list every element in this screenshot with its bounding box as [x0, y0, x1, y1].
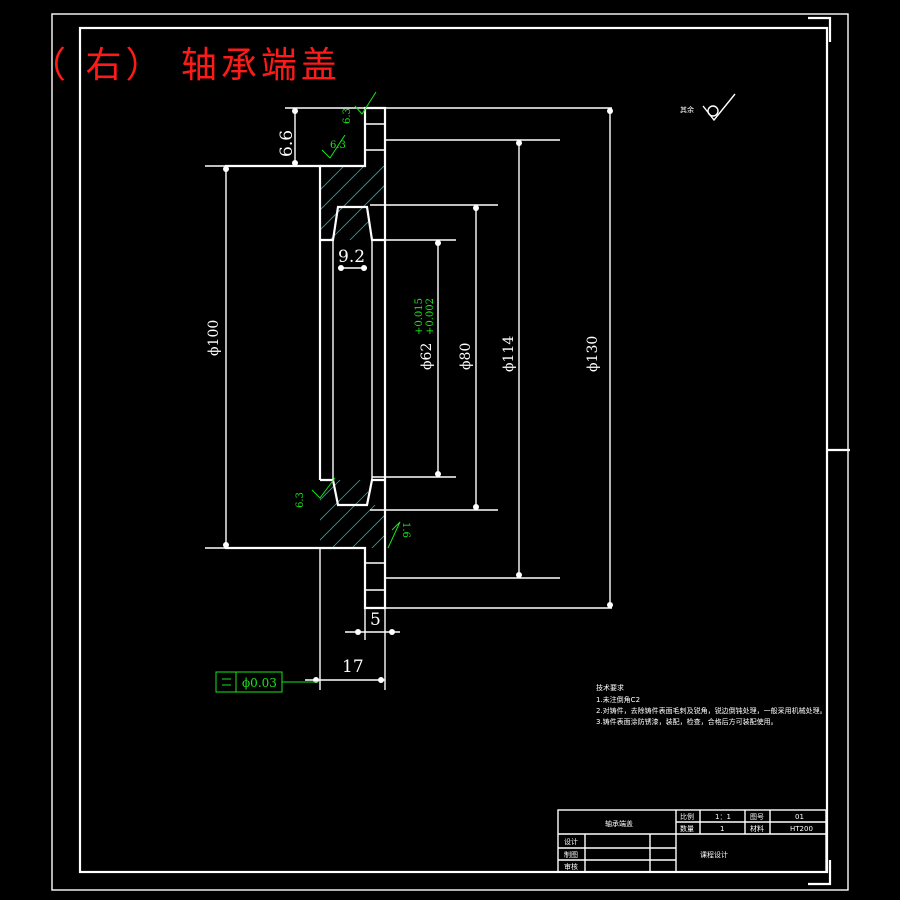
svg-text:6.3: 6.3	[330, 140, 346, 151]
svg-text:其余: 其余	[680, 105, 694, 114]
tech-requirements: 技术要求 1.未注倒角C2 2.对铸件，去除铸件表面毛刺及锐角，锐边倒钝处理，一…	[596, 683, 827, 726]
tolerance-frame: ϕ0.03	[215, 671, 318, 693]
svg-text:2.对铸件，去除铸件表面毛刺及锐角，锐边倒钝处理，一般采用机: 2.对铸件，去除铸件表面毛刺及锐角，锐边倒钝处理，一般采用机械处理。	[596, 706, 827, 715]
svg-text:轴承端盖: 轴承端盖	[605, 819, 633, 828]
svg-text:数量: 数量	[680, 824, 694, 833]
part-outline	[225, 106, 387, 610]
svg-text:图号: 图号	[750, 813, 764, 821]
dim-6-6: 6.6	[277, 130, 297, 157]
title-block-text: 轴承端盖 比例 1：1 图号 01 数量 1 材料 HT200 设计 制图 审核…	[564, 812, 813, 871]
svg-text:1：1: 1：1	[715, 813, 731, 821]
dim-dia130: ϕ130	[585, 336, 601, 372]
svg-text:3.铸件表面涂防锈漆，装配，检查，合格后方可装配使用。: 3.铸件表面涂防锈漆，装配，检查，合格后方可装配使用。	[596, 717, 778, 726]
svg-text:比例: 比例	[680, 812, 694, 821]
svg-text:1.6: 1.6	[400, 522, 411, 538]
drawing-title: （ 右） 轴承端盖	[30, 45, 341, 86]
roughness-symbols: 6.3 6.3 6.3 1.6	[295, 91, 411, 549]
arrowheads	[223, 108, 613, 683]
corner-mark-tr	[808, 16, 832, 42]
svg-text:1.未注倒角C2: 1.未注倒角C2	[596, 695, 640, 704]
corner-mark-br	[808, 860, 832, 886]
dim-dia80: ϕ80	[458, 343, 474, 370]
dim-dia62: ϕ62	[419, 343, 435, 370]
inner-border	[78, 26, 829, 874]
dim-dia100: ϕ100	[206, 320, 222, 356]
svg-text:01: 01	[795, 813, 804, 821]
dim-dia62-tol-upper: +0.015	[414, 298, 425, 335]
outer-border	[51, 13, 849, 891]
svg-text:1: 1	[720, 825, 724, 833]
svg-text:6.3: 6.3	[342, 108, 353, 124]
svg-text:审核: 审核	[564, 862, 578, 871]
svg-text:课程设计: 课程设计	[700, 850, 728, 859]
dim-dia62-tol-lower: +0.002	[425, 298, 436, 335]
svg-text:ϕ0.03: ϕ0.03	[242, 676, 277, 690]
svg-text:6.3: 6.3	[295, 492, 306, 508]
dim-lines	[225, 107, 611, 690]
dim-5: 5	[370, 610, 381, 630]
roughness-other: 其余	[680, 93, 736, 122]
extension-lines	[205, 107, 612, 609]
dim-dia114: ϕ114	[501, 336, 517, 372]
svg-text:制图: 制图	[564, 850, 578, 859]
dim-17: 17	[342, 657, 364, 677]
title-block	[557, 809, 827, 873]
svg-text:技术要求: 技术要求	[596, 683, 624, 692]
svg-text:设计: 设计	[564, 837, 578, 846]
svg-text:HT200: HT200	[790, 825, 813, 833]
dim-9-2: 9.2	[338, 247, 365, 267]
svg-text:材料: 材料	[750, 824, 764, 833]
